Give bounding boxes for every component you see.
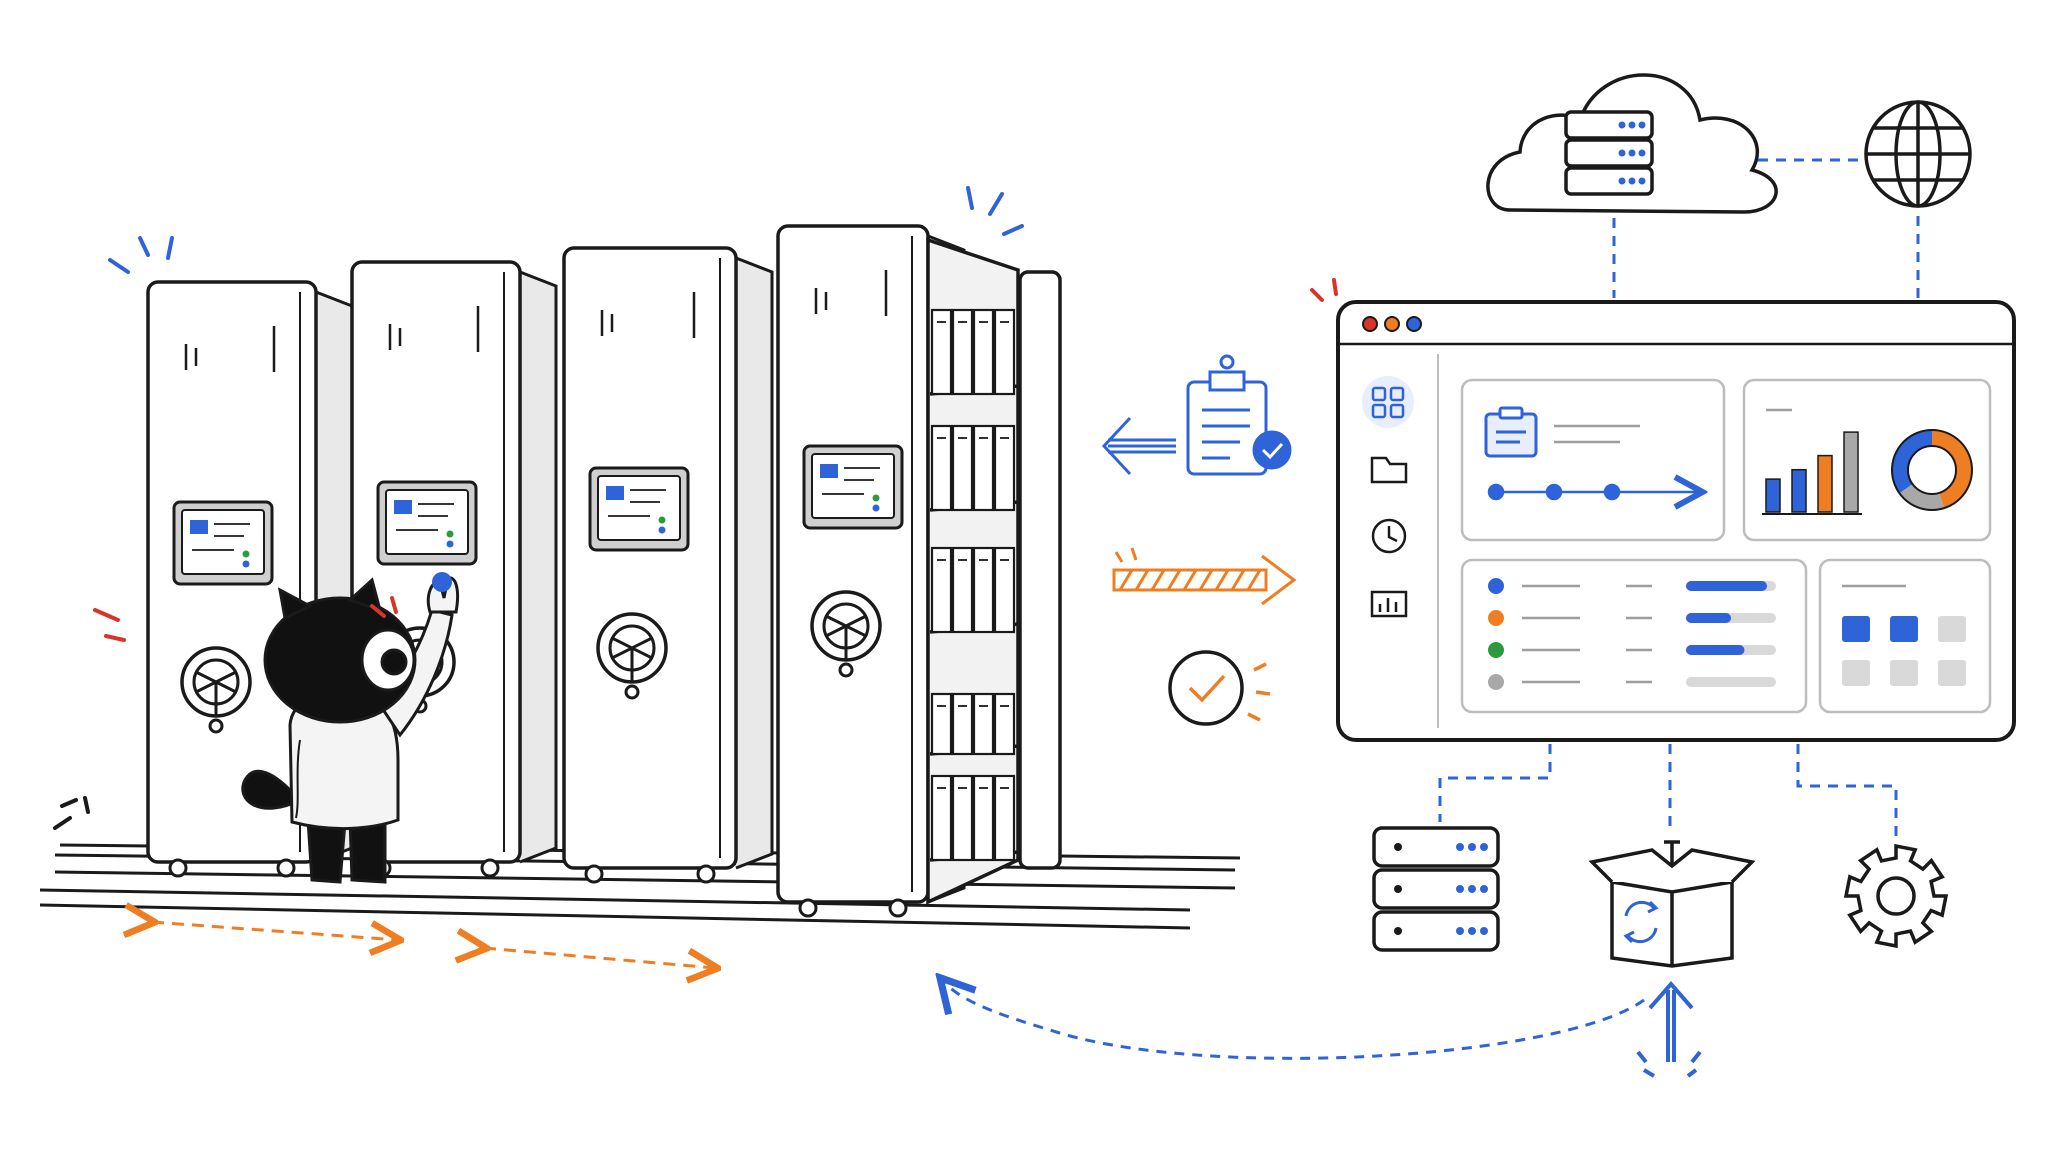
progress-fill bbox=[1686, 581, 1767, 591]
grid-icon[interactable] bbox=[1371, 386, 1405, 419]
binder bbox=[951, 692, 974, 756]
return-arrow bbox=[1101, 416, 1176, 476]
window-dot[interactable] bbox=[1406, 316, 1422, 332]
sync-box-icon bbox=[1588, 840, 1756, 968]
binder bbox=[993, 774, 1016, 862]
binder bbox=[972, 692, 995, 756]
bar bbox=[1843, 431, 1859, 513]
tile bbox=[1938, 616, 1966, 642]
tile bbox=[1890, 660, 1918, 686]
cabinet bbox=[562, 246, 774, 884]
clock-icon[interactable] bbox=[1371, 518, 1407, 554]
dashboard-window bbox=[1336, 300, 2016, 742]
globe-icon bbox=[1864, 100, 1972, 208]
binder bbox=[930, 774, 953, 862]
binder bbox=[972, 774, 995, 862]
sidebar bbox=[1362, 376, 1414, 618]
accent-ticks bbox=[53, 186, 1338, 830]
window-dot[interactable] bbox=[1384, 316, 1400, 332]
status-row bbox=[1488, 610, 1776, 626]
workflow-card bbox=[1460, 378, 1726, 542]
binder bbox=[930, 308, 953, 396]
gear-icon bbox=[1843, 843, 1949, 949]
sidebar-active-highlight bbox=[1362, 376, 1414, 428]
binder bbox=[951, 546, 974, 634]
folder-icon[interactable] bbox=[1370, 456, 1408, 484]
status-row bbox=[1488, 674, 1776, 690]
cat-mascot bbox=[241, 576, 460, 884]
movement-arrows bbox=[152, 922, 715, 968]
binder bbox=[951, 774, 974, 862]
check-circle-icon bbox=[1168, 650, 1271, 726]
binder bbox=[930, 546, 953, 634]
donut-segment bbox=[1892, 430, 1972, 510]
mobile-shelving-cabinets bbox=[146, 224, 966, 918]
bar-chart bbox=[1765, 431, 1859, 513]
tile bbox=[1842, 660, 1870, 686]
tile-grid bbox=[1842, 616, 1966, 686]
status-list-card bbox=[1460, 558, 1808, 714]
binder bbox=[972, 546, 995, 634]
tile bbox=[1842, 616, 1870, 642]
binder bbox=[993, 424, 1016, 512]
workflow-steps bbox=[1487, 485, 1700, 499]
binder bbox=[930, 692, 953, 756]
binder bbox=[972, 308, 995, 396]
chart-icon[interactable] bbox=[1370, 590, 1408, 618]
window-controls bbox=[1362, 316, 1422, 332]
bar bbox=[1817, 454, 1833, 513]
status-row bbox=[1488, 578, 1776, 594]
binder bbox=[930, 424, 953, 512]
tile-grid-card bbox=[1818, 558, 1992, 714]
status-list bbox=[1488, 578, 1776, 690]
touch-point bbox=[432, 572, 452, 592]
tile bbox=[1890, 616, 1918, 642]
open-cabinet-shelves bbox=[926, 237, 1062, 905]
donut-chart bbox=[1891, 429, 1973, 511]
progress-fill bbox=[1686, 613, 1731, 623]
bar bbox=[1765, 478, 1781, 513]
status-row bbox=[1488, 642, 1776, 658]
server-stack-icon bbox=[1372, 826, 1500, 952]
binder bbox=[951, 424, 974, 512]
connectors-top bbox=[1612, 158, 1920, 298]
binder bbox=[993, 692, 1016, 756]
window-dot[interactable] bbox=[1362, 316, 1378, 332]
binder bbox=[951, 308, 974, 396]
send-arrow bbox=[1112, 547, 1297, 606]
upload-arrow bbox=[1636, 980, 1702, 1078]
binder bbox=[972, 424, 995, 512]
analytics-card bbox=[1742, 378, 1992, 542]
clipboard-check-icon bbox=[1186, 354, 1292, 476]
cabinet bbox=[350, 260, 558, 878]
clipboard-icon bbox=[1484, 406, 1538, 458]
connectors-bottom bbox=[942, 744, 1898, 1060]
donut-segment bbox=[1892, 430, 1972, 510]
progress-fill bbox=[1686, 645, 1745, 655]
binder bbox=[993, 308, 1016, 396]
tile bbox=[1938, 660, 1966, 686]
bar bbox=[1791, 468, 1807, 513]
binder bbox=[993, 546, 1016, 634]
cloud-server-icon bbox=[1486, 73, 1778, 214]
